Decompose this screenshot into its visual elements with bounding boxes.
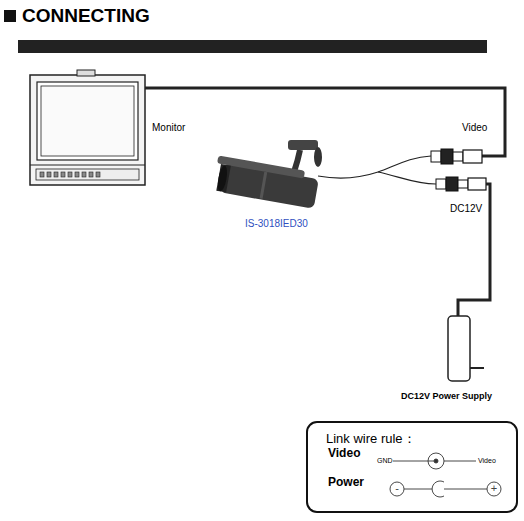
power-supply [448, 316, 484, 381]
title: CONNECTING [22, 5, 150, 27]
wire-rule-box: Link wire rule： [306, 421, 518, 513]
signal-label: DC12V [450, 203, 482, 215]
monitor-button [75, 172, 79, 177]
box-heading: Link wire rule： [308, 423, 516, 448]
model-label: IS-3018IED30 [245, 218, 308, 230]
device-label: DC12V Power Supply [401, 391, 492, 401]
polarity-sign: + [491, 482, 497, 495]
monitor-button [61, 172, 65, 177]
row-label: Power [328, 476, 364, 490]
wire-rule-samples [390, 453, 501, 497]
dc-connector [436, 177, 486, 191]
monitor-button [54, 172, 58, 177]
title-square [4, 10, 16, 22]
monitor-illustration [30, 70, 145, 185]
signal-label: Video [462, 122, 487, 134]
pin-label: GND [377, 457, 393, 465]
monitor-button [82, 172, 86, 177]
monitor-button [47, 172, 51, 177]
monitor-button [96, 172, 100, 177]
camera-cable [378, 172, 436, 184]
row-label: Video [328, 447, 360, 461]
device-label: Monitor [152, 122, 185, 134]
monitor-button [68, 172, 72, 177]
camera-cable [318, 156, 431, 178]
monitor-button [89, 172, 93, 177]
video-connector [431, 149, 482, 164]
monitor-button [40, 172, 44, 177]
polarity-sign: - [395, 482, 399, 495]
camera-illustration [212, 140, 322, 209]
title-bar [18, 40, 487, 53]
pin-label: Video [478, 457, 496, 465]
video-wire [145, 88, 505, 156]
